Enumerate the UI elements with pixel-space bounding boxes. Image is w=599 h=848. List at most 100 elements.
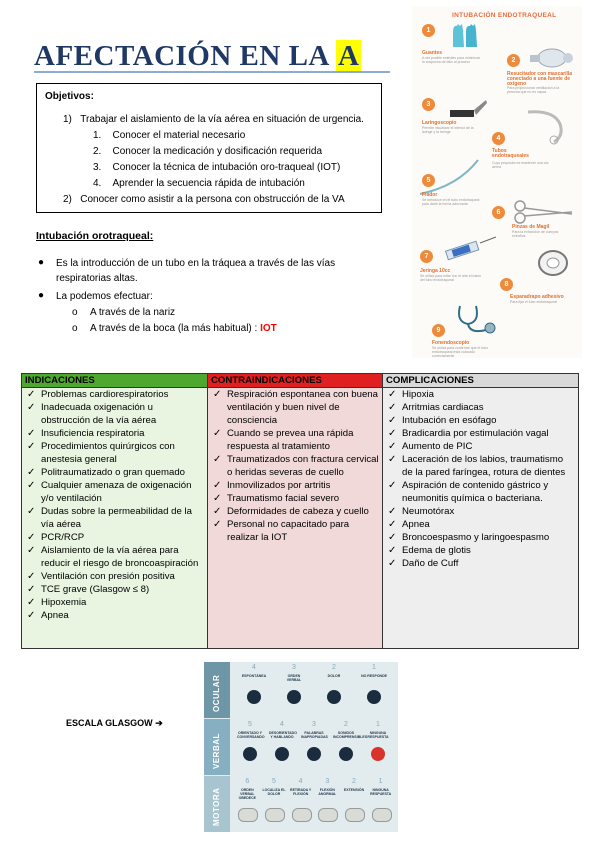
objective-subitem: 2. Conocer la medicación y dosificación … — [93, 146, 323, 157]
glasgow-response-label: SONIDOS INCOMPRENSIBLES — [333, 731, 368, 739]
item-desc: Para proporcionar ventilación a la perso… — [507, 86, 560, 94]
complication-item: Neumotórax — [386, 505, 575, 518]
item-label: Laringoscopio — [422, 120, 457, 126]
item-label: Resucitador con mascarilla conectado a u… — [507, 71, 573, 87]
glasgow-response-icon — [275, 747, 289, 761]
step-number: 8 — [500, 278, 513, 291]
laryngoscope-icon — [450, 100, 487, 117]
glasgow-score: 6 — [245, 778, 250, 785]
glasgow-score: 3 — [325, 778, 330, 785]
contraindications-cell: Respiración espontanea con buena ventila… — [207, 387, 383, 649]
item-desc: A ser posible estériles para minimizar l… — [422, 56, 480, 64]
objective-subitem: 3. Conocer la técnica de intubación oro-… — [93, 162, 341, 173]
glasgow-response-label: ESPONTÁNEA — [241, 674, 267, 678]
title-highlight: A — [336, 40, 362, 72]
indication-item: Ventilación con presión positiva — [25, 570, 204, 583]
glasgow-response-label: DOLOR — [327, 674, 341, 678]
glasgow-section-name: OCULAR — [212, 674, 221, 712]
glasgow-score: 3 — [292, 664, 296, 671]
complications-list: HipoxiaArritmias cardiacasIntubación en … — [386, 388, 575, 570]
indications-list: Problemas cardiorespiratoriosInadecuada … — [25, 388, 204, 622]
tape-icon — [538, 250, 568, 276]
glasgow-response-label: LOCALIZA EL DOLOR — [262, 788, 286, 796]
complication-item: Laceración de los labios, traumatismo de… — [386, 453, 575, 479]
indication-item: PCR/RCP — [25, 531, 204, 544]
glasgow-response-icon — [371, 808, 392, 822]
arrow-right-icon: ➔ — [155, 718, 163, 728]
glasgow-score: 2 — [344, 721, 348, 728]
step-number: 7 — [420, 250, 433, 263]
glasgow-response-label: RETIRADA Y FLEXIÓN — [290, 788, 312, 796]
glasgow-section-name: VERBAL — [212, 733, 221, 769]
complication-item: Arritmias cardiacas — [386, 401, 575, 414]
intubation-subitem: A través de la nariz — [90, 307, 176, 318]
item-desc: Cuyo propósito es mantener una vía aérea — [492, 161, 549, 169]
gloves-icon — [453, 24, 477, 47]
intubation-heading: Intubación orotraqueal: — [36, 230, 154, 242]
glasgow-score: 2 — [352, 778, 356, 785]
complication-item: Hipoxia — [386, 388, 575, 401]
indication-item: Problemas cardiorespiratorios — [25, 388, 204, 401]
glasgow-score: 1 — [378, 778, 383, 785]
magill-forceps-icon — [514, 200, 573, 224]
indication-item: Politraumatizado o gran quemado — [25, 466, 204, 479]
complication-item: Daño de Cuff — [386, 557, 575, 570]
intubation-bullet-cont: respiratorias altas. — [56, 273, 138, 284]
glasgow-section-strip — [204, 719, 230, 775]
step-number: 9 — [432, 324, 445, 337]
item-label: Jeringa 10cc — [420, 268, 451, 274]
item-label: Guantes — [422, 50, 443, 56]
glasgow-response-label: ORIENTADO Y CONVERSANDO — [237, 731, 265, 739]
glasgow-response-icon — [247, 690, 261, 704]
step-number: 5 — [422, 174, 435, 187]
glasgow-score: 1 — [372, 664, 376, 671]
glasgow-response-icon — [238, 808, 259, 822]
title-text: AFECTACIÓN EN LA — [34, 40, 337, 72]
contraindications-list: Respiración espontanea con buena ventila… — [211, 388, 379, 544]
bullet-icon: ● — [38, 290, 45, 301]
syringe-icon — [444, 236, 497, 261]
step-number: 2 — [507, 54, 520, 67]
objectives-heading: Objetivos: — [45, 91, 94, 102]
glasgow-response-icon — [243, 747, 257, 761]
contraindication-item: Respiración espontanea con buena ventila… — [211, 388, 379, 427]
glasgow-score: 4 — [298, 778, 303, 785]
indication-item: Inadecuada oxigenación u obstrucción de … — [25, 401, 204, 427]
bullet-icon: ● — [38, 257, 45, 268]
header-contraindications: CONTRAINDICACIONES — [207, 373, 383, 388]
glasgow-response-label: DESORIENTADO Y HABLANDO — [269, 731, 297, 739]
stylet-icon — [419, 159, 479, 195]
item-desc: Permite visualizar el interior de la lar… — [422, 126, 474, 134]
glasgow-response-icon — [339, 747, 353, 761]
contraindication-item: Cuando se prevea una rápida respuesta al… — [211, 427, 379, 453]
glasgow-score: 3 — [312, 721, 316, 728]
header-indications: INDICACIONES — [21, 373, 208, 388]
glasgow-score: 2 — [332, 664, 336, 671]
complication-item: Aspiración de contenido gástrico y neumo… — [386, 479, 575, 505]
step-number: 1 — [422, 24, 435, 37]
indication-item: Hipoxemia — [25, 596, 204, 609]
item-desc: Para fijar el tubo endotraqueal — [510, 300, 557, 304]
iot-table: INDICACIONES CONTRAINDICACIONES COMPLICA… — [21, 373, 579, 649]
glasgow-response-icon — [265, 808, 285, 822]
item-desc: Se utiliza para inflar con el aire el ba… — [420, 274, 482, 282]
glasgow-section-name: MOTORA — [212, 787, 221, 826]
contraindication-item: Deformidades de cabeza y cuello — [211, 505, 379, 518]
glasgow-response-icon — [307, 747, 321, 761]
complication-item: Apnea — [386, 518, 575, 531]
glasgow-label: ESCALA GLASGOW ➔ — [66, 718, 163, 728]
contraindication-item: Traumatizados con fractura cervical o he… — [211, 453, 379, 479]
item-desc: Para la extracción de cuerpos extraños — [512, 230, 559, 238]
glasgow-response-label: PALABRAS INAPROPIADAS — [301, 731, 328, 739]
page-title: AFECTACIÓN EN LA A — [34, 40, 362, 73]
indication-item: Apnea — [25, 609, 204, 622]
intubation-infographic: INTUBACIÓN ENDOTRAQUEAL 1 Guantes A ser … — [412, 6, 582, 358]
objective-subitem: 4. Aprender la secuencia rápida de intub… — [93, 178, 305, 189]
infographic-title: INTUBACIÓN ENDOTRAQUEAL — [452, 12, 557, 19]
indications-cell: Problemas cardiorespiratoriosInadecuada … — [21, 387, 208, 649]
resuscitator-icon — [530, 48, 573, 68]
step-number: 3 — [422, 98, 435, 111]
